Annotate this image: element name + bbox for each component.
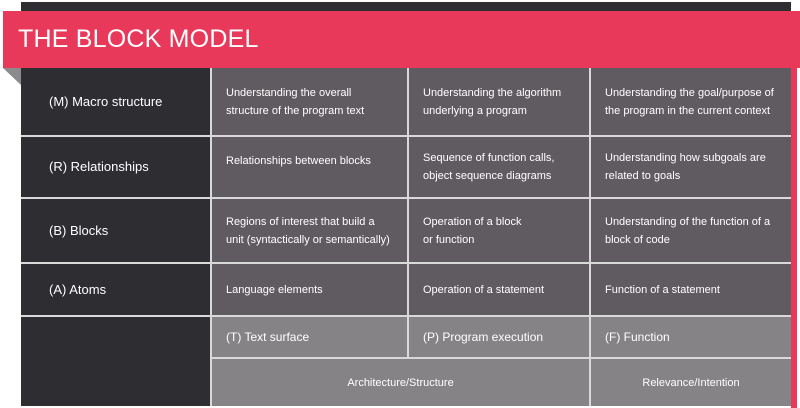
cell-atoms-text: Language elements bbox=[212, 264, 407, 315]
page-title: THE BLOCK MODEL bbox=[18, 25, 259, 53]
top-bar bbox=[21, 2, 791, 12]
cell-macro-execution: Understanding the algorithm underlying a… bbox=[409, 68, 589, 135]
dimension-program-execution: (P) Program execution bbox=[409, 317, 589, 357]
cell-blocks-execution: Operation of a block or function bbox=[409, 199, 589, 262]
cell-relationships-text: Relationships between blocks bbox=[212, 137, 407, 197]
cell-atoms-function: Function of a statement bbox=[591, 264, 791, 315]
cell-relationships-function: Understanding how subgoals are related t… bbox=[591, 137, 791, 197]
group-relevance-intention: Relevance/Intention bbox=[591, 359, 791, 406]
row-header-macro: (M) Macro structure bbox=[21, 68, 210, 135]
row-header-atoms: (A) Atoms bbox=[21, 264, 210, 315]
cell-blocks-text: Regions of interest that build a unit (s… bbox=[212, 199, 407, 262]
title-banner: THE BLOCK MODEL bbox=[3, 11, 800, 68]
cell-blocks-function: Understanding of the function of a block… bbox=[591, 199, 791, 262]
cell-relationships-execution: Sequence of function calls, object seque… bbox=[409, 137, 589, 197]
cell-atoms-execution: Operation of a statement bbox=[409, 264, 589, 315]
right-accent-strip bbox=[791, 11, 797, 408]
dimension-text-surface: (T) Text surface bbox=[212, 317, 407, 357]
row-header-relationships: (R) Relationships bbox=[21, 137, 210, 197]
group-architecture-structure: Architecture/Structure bbox=[212, 359, 589, 406]
cell-macro-function: Understanding the goal/purpose of the pr… bbox=[591, 68, 791, 135]
corner-cell bbox=[21, 317, 210, 406]
cell-macro-text: Understanding the overall structure of t… bbox=[212, 68, 407, 135]
dimension-function: (F) Function bbox=[591, 317, 791, 357]
block-model-table: (M) Macro structure Understanding the ov… bbox=[21, 68, 791, 406]
banner-fold bbox=[3, 68, 21, 85]
row-header-blocks: (B) Blocks bbox=[21, 199, 210, 262]
